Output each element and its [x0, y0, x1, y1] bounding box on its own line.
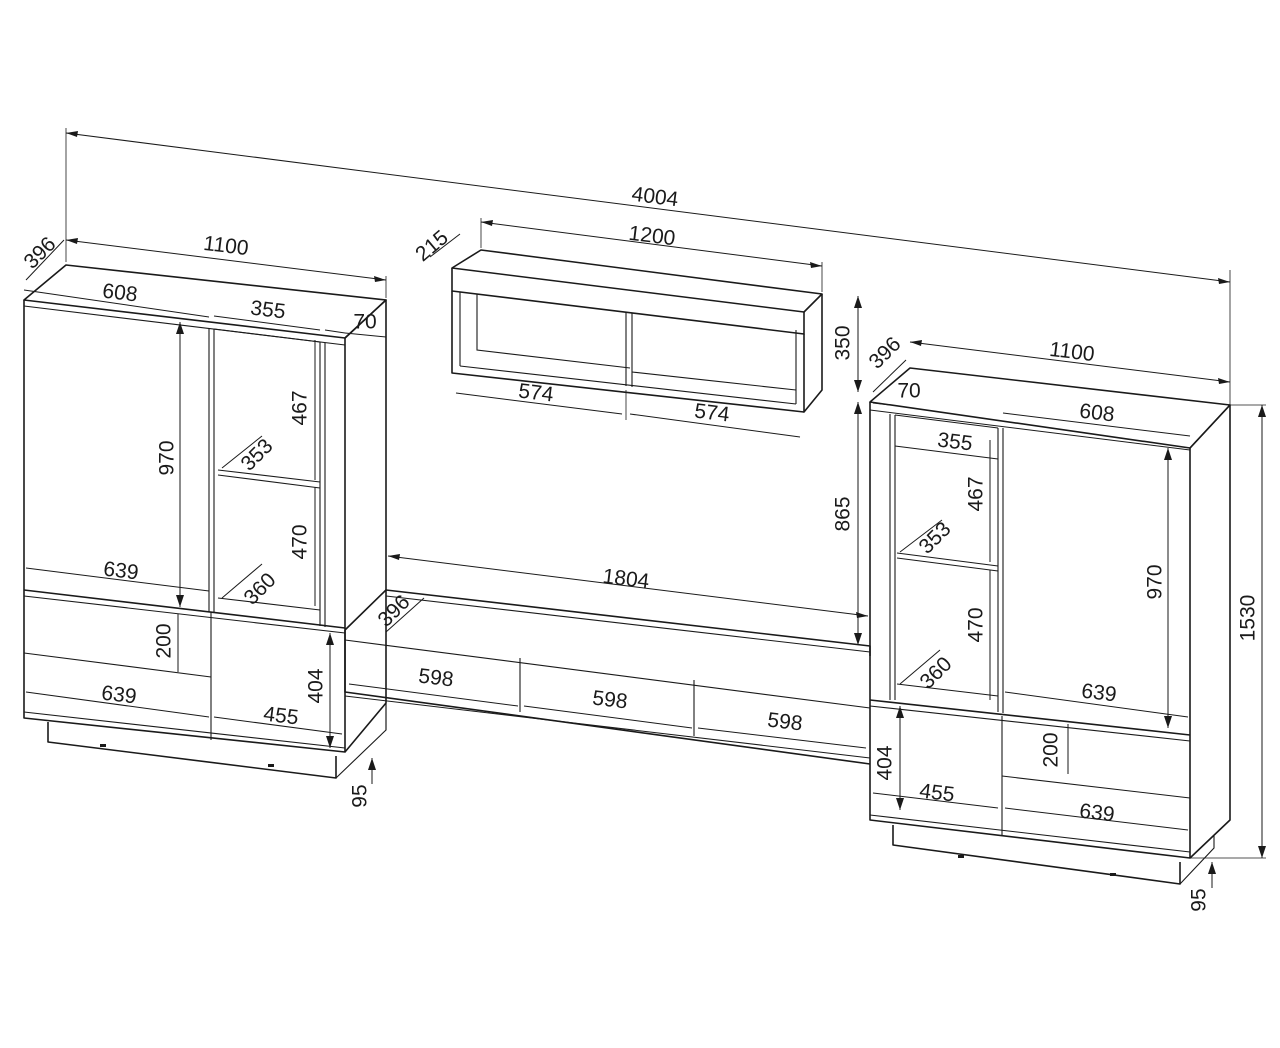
label-left-door-height: 970 — [156, 440, 179, 475]
label-left-lower-door-width: 455 — [262, 702, 300, 729]
label-shelf-width: 1200 — [627, 222, 676, 251]
label-right-lower-shelf: 470 — [965, 607, 988, 642]
label-right-glass-width: 355 — [936, 428, 974, 455]
label-right-glass-shelf-depth: 353 — [914, 517, 955, 558]
label-tv-drawer-3: 598 — [766, 708, 804, 735]
label-shelf-depth: 215 — [411, 226, 453, 266]
label-left-door-width: 608 — [101, 279, 139, 306]
dimension-lines — [23, 128, 1266, 888]
label-left-drawer-height: 200 — [153, 623, 176, 658]
label-shelf-height: 350 — [832, 325, 855, 360]
label-left-upper-shelf: 467 — [289, 390, 312, 425]
label-right-depth: 396 — [864, 332, 905, 373]
wall-shelf — [451, 249, 823, 413]
label-tv-width: 1804 — [601, 565, 650, 594]
label-tv-drawer-2: 598 — [591, 686, 629, 713]
label-left-drawer-width-bottom: 639 — [100, 681, 138, 708]
label-tv-drawer-1: 598 — [417, 664, 455, 691]
label-right-drawer-width-bottom: 639 — [1078, 799, 1116, 826]
label-right-door-width: 608 — [1078, 399, 1116, 426]
label-left-depth: 396 — [19, 232, 60, 273]
label-right-width: 1100 — [1048, 338, 1096, 366]
label-right-side-width: 70 — [897, 380, 920, 403]
dimension-labels: 4004 396 1100 608 355 70 970 467 353 470… — [19, 183, 1259, 912]
arrowheads — [66, 131, 1266, 874]
label-right-lower-door-width: 455 — [918, 779, 956, 806]
label-right-drawer-height: 200 — [1040, 732, 1063, 767]
label-right-upper-shelf: 467 — [965, 476, 988, 511]
label-left-lower-door-height: 404 — [305, 668, 328, 703]
label-right-drawer-width-top: 639 — [1080, 679, 1118, 706]
label-left-width: 1100 — [202, 232, 250, 260]
label-left-drawer-width-top: 639 — [102, 557, 140, 584]
left-cabinet — [23, 264, 387, 779]
label-left-plinth-height: 95 — [349, 784, 372, 807]
label-tv-height: 865 — [832, 496, 855, 531]
label-right-lower-door-height: 404 — [874, 745, 897, 780]
label-right-door-height: 970 — [1144, 564, 1167, 599]
label-left-side-width: 70 — [353, 311, 376, 334]
label-overall-width: 4004 — [630, 183, 680, 212]
label-left-glass-width: 355 — [249, 296, 287, 323]
right-cabinet — [869, 367, 1231, 885]
label-shelf-left-compartment: 574 — [517, 379, 555, 406]
label-left-bottom-shelf-depth: 360 — [239, 568, 280, 609]
label-right-total-height: 1530 — [1237, 595, 1260, 642]
label-shelf-right-compartment: 574 — [693, 399, 731, 426]
label-left-glass-shelf-depth: 353 — [236, 434, 277, 475]
label-right-plinth-height: 95 — [1188, 888, 1211, 911]
label-left-lower-shelf: 470 — [289, 524, 312, 559]
